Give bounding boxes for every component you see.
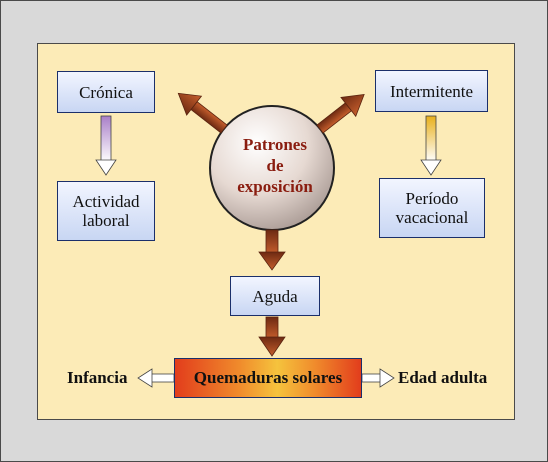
box-aguda: Aguda	[230, 276, 320, 316]
arrow-to-aguda	[258, 229, 286, 271]
box-periodo-vacacional: Período vacacional	[379, 178, 485, 238]
arrow-to-cronica	[177, 92, 228, 134]
arrow-cronica-to-actividad	[95, 115, 117, 176]
box-cronica-label: Crónica	[79, 82, 133, 102]
arrow-to-edad-adulta	[361, 368, 395, 388]
box-periodo-line-2: vacacional	[395, 208, 469, 227]
center-label-line-2: de	[266, 156, 284, 175]
center-label-line-1: Patrones	[243, 135, 307, 154]
box-quemaduras-label: Quemaduras solares	[193, 368, 343, 387]
box-quemaduras-solares: Quemaduras solares	[174, 358, 362, 398]
label-infancia: Infancia	[67, 368, 128, 387]
box-actividad-line-1: Actividad	[72, 192, 140, 211]
arrow-intermitente-to-periodo	[420, 115, 442, 176]
box-intermitente: Intermitente	[375, 70, 488, 112]
box-actividad-laboral: Actividad laboral	[57, 181, 155, 241]
center-label-line-3: exposición	[237, 177, 313, 196]
label-edad-adulta: Edad adulta	[398, 368, 488, 387]
arrow-to-intermitente	[316, 94, 365, 134]
box-intermitente-label: Intermitente	[389, 81, 474, 101]
box-aguda-label: Aguda	[252, 286, 298, 306]
box-periodo-line-1: Período	[405, 189, 459, 208]
center-label: Patrones de exposición	[215, 134, 335, 197]
box-actividad-line-2: laboral	[82, 211, 130, 230]
arrow-to-quemaduras	[258, 316, 286, 357]
arrow-to-infancia	[137, 368, 175, 388]
box-cronica: Crónica	[57, 71, 155, 113]
